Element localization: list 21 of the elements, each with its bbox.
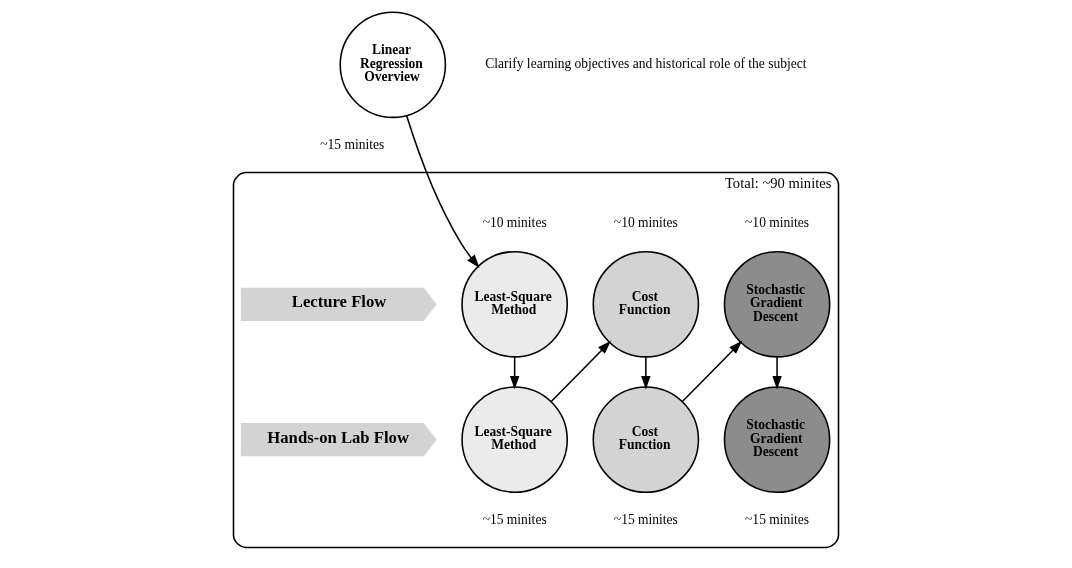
node-circle: Cost Function [592,250,700,358]
node-label: ~15 minites [745,511,810,527]
node-label: Clarify learning objectives and historical role of the subject [485,56,807,72]
node-circle: Least-Square Method [461,250,568,358]
node-label: ~15 minites [320,137,385,153]
node-circle: Stochastic Gradient Descent [723,386,831,494]
node-label: ~10 minites [482,215,547,231]
node-circle: Least-Square Method [461,386,568,494]
node-label: ~10 minites [613,215,678,231]
arrow [681,340,743,402]
node-circle: Linear Regression Overview [339,11,447,119]
arrow [405,114,480,269]
arrow [772,356,782,390]
node-circle: Stochastic Gradient Descent [723,250,831,358]
node-circle: Cost Function [592,386,700,494]
node-label: ~15 minites [482,511,547,527]
arrow [641,356,651,390]
node-label: ~10 minites [745,215,810,231]
arrow [550,340,611,402]
arrow [509,356,520,390]
node-label: ~15 minites [613,511,678,527]
